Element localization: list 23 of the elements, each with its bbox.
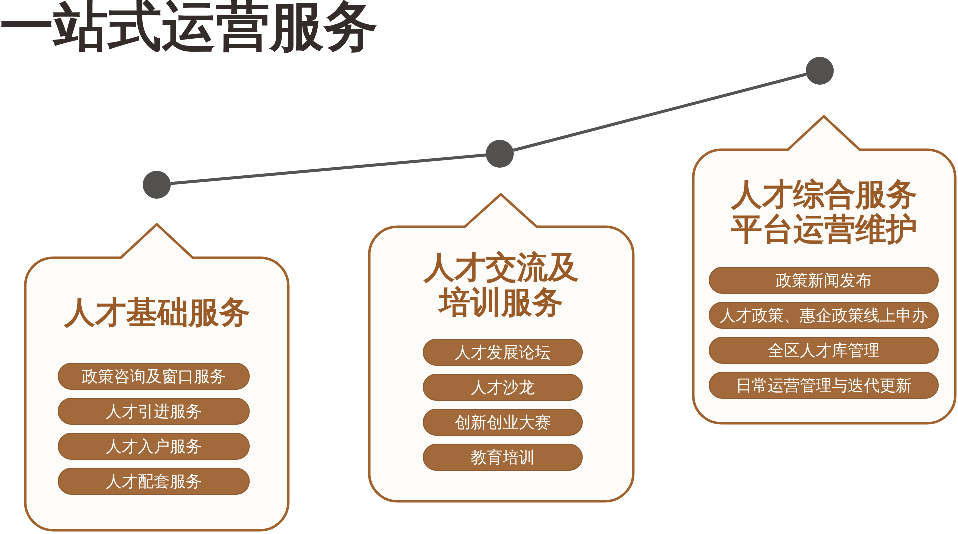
connector-line [513,73,807,152]
service-pill: 创新创业大赛 [423,409,583,436]
callout-card [368,193,635,503]
service-pill: 人才发展论坛 [423,339,583,366]
timeline-dot [143,171,171,199]
card-heading: 人才基础服务 [63,296,252,331]
service-pill: 人才沙龙 [423,374,583,401]
service-pill: 政策新闻发布 [709,267,939,294]
service-pill: 教育培训 [423,444,583,471]
service-pill: 人才配套服务 [58,468,250,495]
card-heading: 人才交流及培训服务 [422,251,580,321]
service-pill: 人才入户服务 [58,433,250,460]
callout-card [692,115,957,425]
timeline-dot [486,140,514,168]
service-pill: 人才政策、惠企政策线上申办 [709,302,939,329]
connector-line [170,154,486,186]
service-pill: 日常运营管理与迭代更新 [709,372,939,399]
service-pill: 政策咨询及窗口服务 [58,363,250,390]
callout-card [24,223,290,532]
timeline-dot [806,57,834,85]
card-heading: 人才综合服务平台运营维护 [730,178,918,248]
service-pill: 全区人才库管理 [709,337,939,364]
service-pill: 人才引进服务 [58,398,250,425]
